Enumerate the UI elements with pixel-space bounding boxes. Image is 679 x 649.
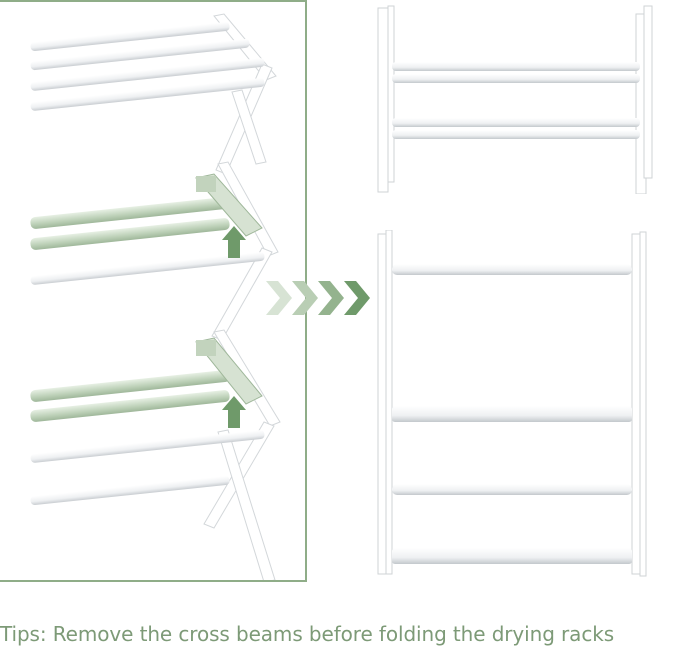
chevron-right-icon <box>318 281 344 315</box>
chevron-right-icon <box>344 281 370 315</box>
cross-beam-lower <box>30 337 263 422</box>
chevron-right-icon <box>292 281 318 315</box>
cross-beam-middle <box>30 173 263 250</box>
up-arrow-icon <box>222 226 246 258</box>
chevron-right-icon <box>266 281 292 315</box>
tip-caption: Tips: Remove the cross beams before fold… <box>0 622 615 646</box>
folded-rack-front-view <box>374 230 656 578</box>
before-folding-panel <box>0 0 307 582</box>
folded-rack-top-view <box>374 4 656 194</box>
direction-chevrons <box>266 281 370 315</box>
up-arrow-icon <box>222 396 246 428</box>
x-frame-legs <box>203 13 281 580</box>
rack-unfolded-illustration <box>30 13 281 580</box>
top-rods <box>30 21 265 111</box>
